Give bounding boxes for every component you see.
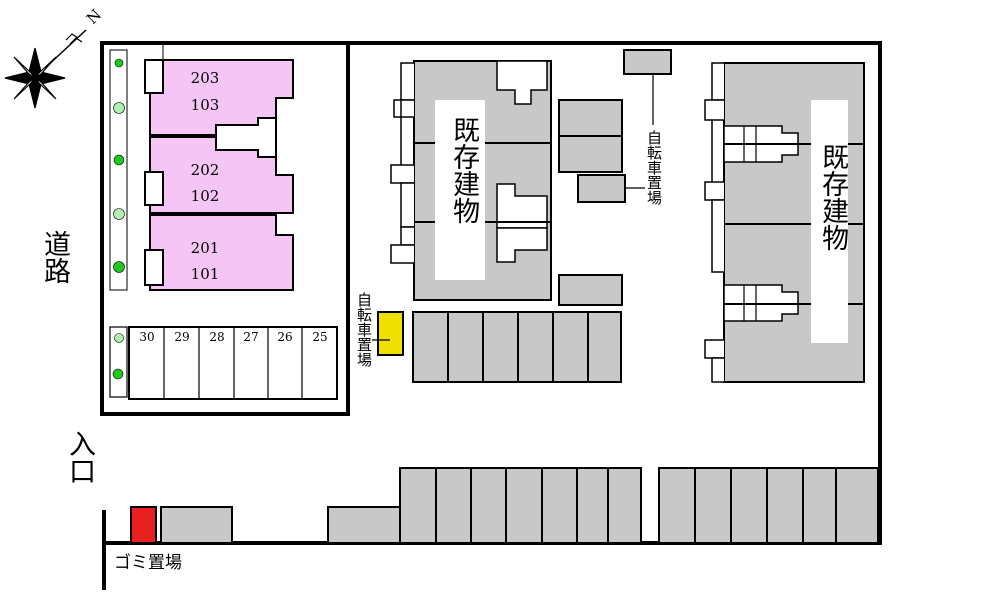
parking-number: 28 [209,330,224,344]
tree-icon [112,368,124,380]
apartment-lot [100,41,350,416]
tree-icon [113,261,125,273]
apartment-building [144,45,294,291]
garbage-box [130,506,157,544]
bicycle-parking-box [377,311,404,356]
storage-boxes [558,49,672,306]
north-label: N [83,6,105,28]
bicycle-label-left: 自転車置場 [355,292,373,367]
tree-icon [113,208,125,220]
parking-number: 25 [312,330,327,344]
unit-number: 101 [191,265,220,283]
tree-icon [113,154,125,166]
parking-number: 27 [243,330,258,344]
parking-number: 30 [139,330,154,344]
existing-building-label-right: 既存建物 [817,143,849,251]
unit-number: 202 [191,161,220,179]
garbage-label: ゴミ置場 [114,552,182,573]
parking-row-bottom-right [658,467,879,544]
unit-number: 102 [191,187,220,205]
parking-number: 29 [174,330,189,344]
parking-row-bottom-left [327,467,642,544]
parking-number: 26 [277,330,292,344]
existing-building-label-middle: 既存建物 [448,116,480,224]
building-label-panel [435,100,485,280]
unit-number: 201 [191,239,220,257]
tree-icon [114,333,124,343]
apartment-parking [109,326,338,400]
building-label-panel [811,100,848,343]
compass-icon [4,29,87,109]
parking-row-middle [412,311,622,383]
storage-box [160,506,233,544]
unit-number: 203 [191,69,220,87]
tree-icon [113,102,125,114]
tree-strip [109,49,128,291]
road-label: 道路 [39,230,70,284]
bicycle-label-right: 自転車置場 [645,130,663,205]
unit-number: 103 [191,96,220,114]
tree-icon [114,58,124,68]
entrance-label: 入口 [64,430,95,484]
